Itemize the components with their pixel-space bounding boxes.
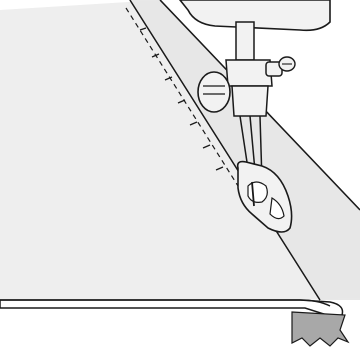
hem-fold [0,300,343,316]
machine-head [180,0,330,30]
fabric-underside [292,312,348,346]
side-screw [279,57,295,71]
presser-foot-holder [226,22,282,116]
screw-knob [198,72,230,112]
presser-foot-opening [248,182,267,202]
